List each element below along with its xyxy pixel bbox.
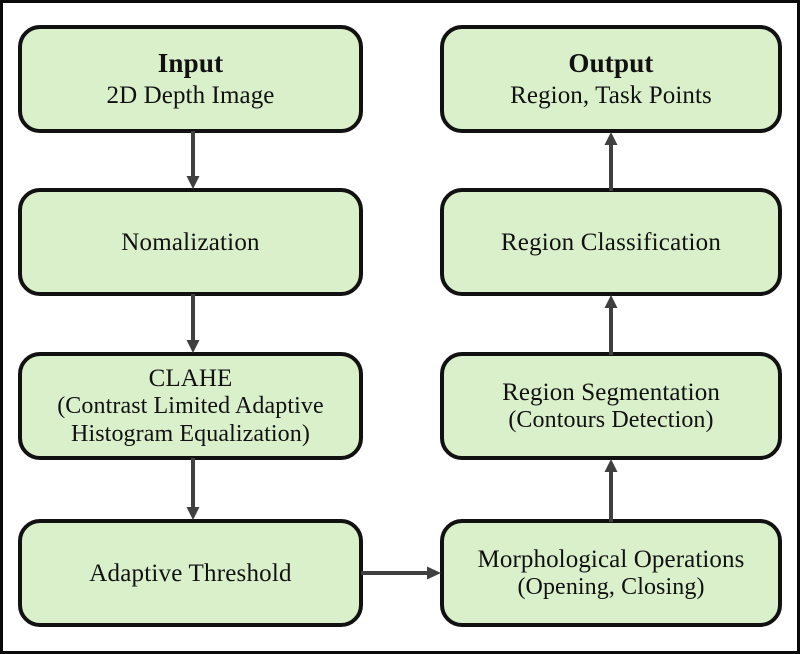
edge-morphological-operations-to-region-segmentation: [600, 456, 622, 522]
node-adaptive-threshold-label: Adaptive Threshold: [89, 559, 292, 587]
edge-region-segmentation-to-region-classification: [600, 292, 622, 355]
node-morphological-operations[interactable]: Morphological Operations (Opening, Closi…: [440, 519, 782, 627]
node-input-subtitle: 2D Depth Image: [106, 81, 275, 109]
node-region-segmentation-title: Region Segmentation: [502, 378, 720, 406]
edge-clahe-to-adaptive-threshold: [182, 458, 204, 522]
node-clahe-line3: Histogram Equalization): [71, 420, 310, 447]
node-adaptive-threshold[interactable]: Adaptive Threshold: [18, 519, 363, 627]
node-output[interactable]: Output Region, Task Points: [440, 25, 782, 133]
node-clahe-title: CLAHE: [148, 364, 233, 392]
node-clahe-line2: (Contrast Limited Adaptive: [57, 392, 324, 419]
node-region-classification[interactable]: Region Classification: [440, 188, 782, 296]
node-normalization[interactable]: Nomalization: [18, 188, 363, 296]
node-region-classification-label: Region Classification: [500, 228, 722, 256]
node-output-title: Output: [568, 48, 654, 79]
node-input[interactable]: Input 2D Depth Image: [18, 25, 363, 133]
node-morphological-operations-subtitle: (Opening, Closing): [517, 573, 705, 600]
node-normalization-label: Nomalization: [121, 228, 260, 256]
node-region-segmentation-subtitle: (Contours Detection): [508, 406, 714, 433]
node-clahe[interactable]: CLAHE (Contrast Limited Adaptive Histogr…: [18, 352, 363, 460]
edge-adaptive-threshold-to-morphological-operations: [361, 562, 443, 584]
node-region-segmentation[interactable]: Region Segmentation (Contours Detection): [440, 352, 782, 460]
node-output-subtitle: Region, Task Points: [510, 81, 712, 109]
edge-region-classification-to-output: [600, 129, 622, 191]
node-input-title: Input: [157, 48, 224, 79]
edge-input-to-normalization: [182, 131, 204, 191]
edge-normalization-to-clahe: [182, 294, 204, 355]
node-morphological-operations-title: Morphological Operations: [477, 545, 745, 573]
